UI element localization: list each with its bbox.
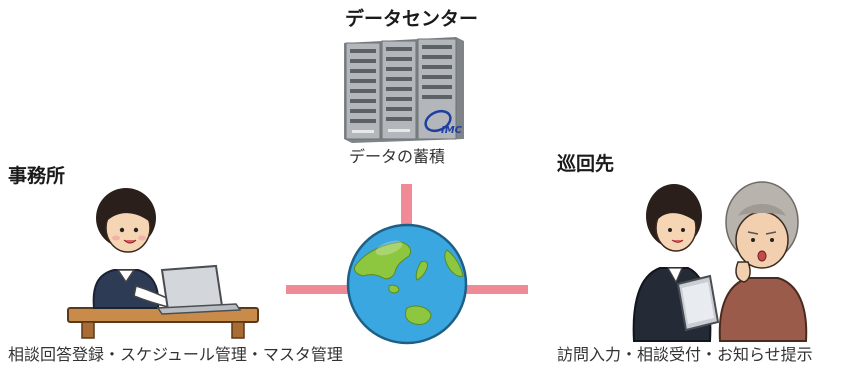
datacenter-caption: データの蓄積 [349,147,446,166]
office-heading: 事務所 [8,165,66,187]
connector-right [465,285,528,294]
site-heading: 巡回先 [557,153,615,175]
connector-top [401,184,412,224]
site-caption: 訪問入力・相談受付・お知らせ提示 [557,345,813,364]
server-rack-icon: IMC [344,37,464,143]
office-worker-laptop-icon [67,188,259,339]
connector-left [286,285,350,294]
caregiver-with-elderly-icon [632,181,808,342]
datacenter-heading: データセンター [345,8,479,30]
imc-logo-text: IMC [441,125,463,136]
imc-logo: IMC [424,109,463,136]
globe-icon [346,223,468,345]
office-caption: 相談回答登録・スケジュール管理・マスタ管理 [8,345,343,364]
